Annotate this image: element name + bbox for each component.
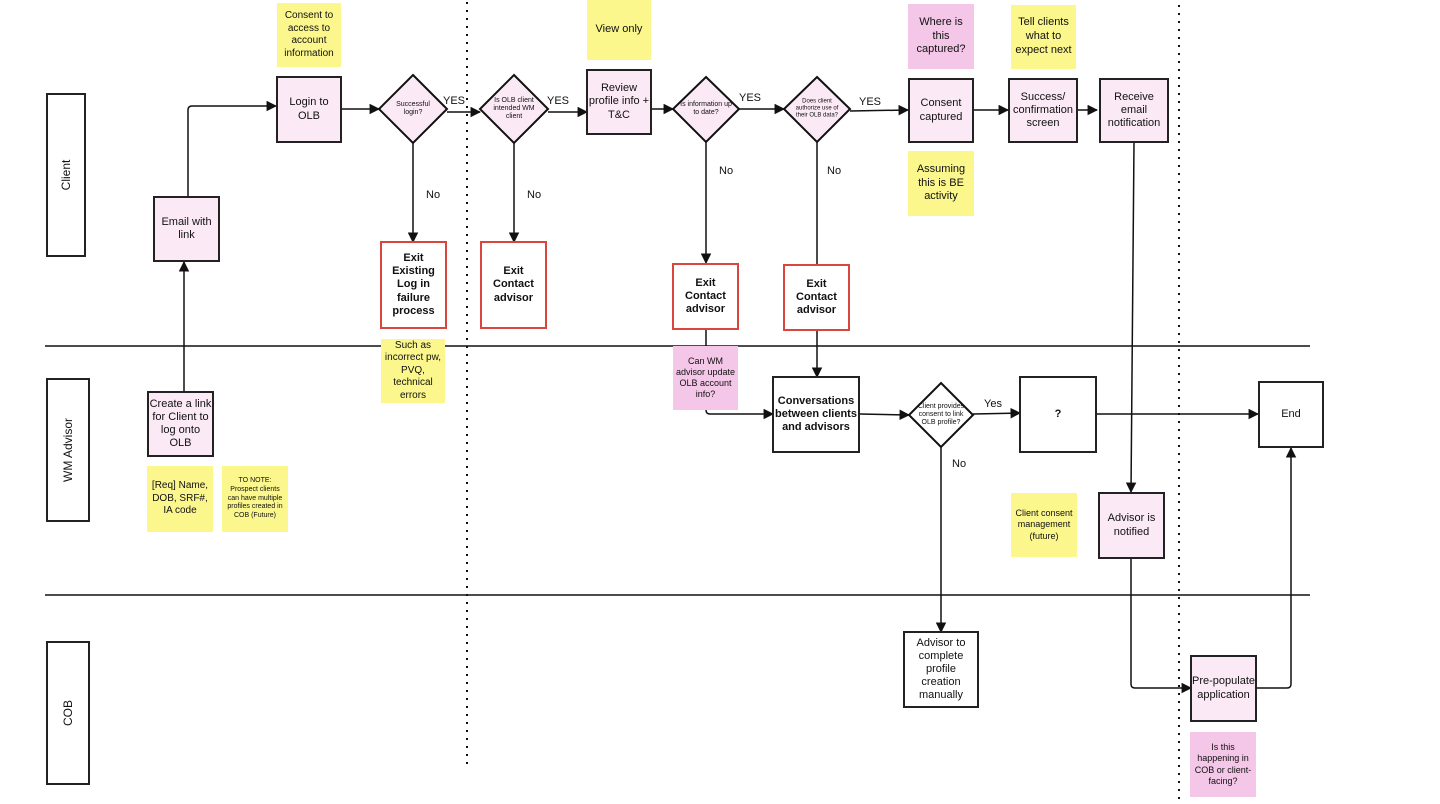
edge-label-yes-4: YES (859, 96, 882, 108)
edge-email-to-login (187, 100, 278, 196)
note-consent-mgmt: Client consent management (future) (1011, 493, 1077, 557)
node-review-profile: Review profile info + T&C (586, 69, 652, 135)
edge-label-yes-3: YES (739, 92, 762, 104)
node-unknown: ? (1019, 376, 1097, 453)
exit-contact-advisor-1: Exit Contact advisor (480, 241, 547, 329)
node-login-olb: Login to OLB (276, 76, 342, 143)
decision-provides-consent (907, 381, 975, 449)
edge-email-to-notified (1125, 141, 1137, 494)
edge-label-no-5: No (952, 458, 967, 470)
note-cob-or-client: Is this happening in COB or client-facin… (1190, 732, 1256, 797)
decision-intended-client (478, 73, 550, 145)
edge-prepopulate-to-end (1256, 446, 1297, 689)
exit-login-failure: Exit Existing Log in failure process (380, 241, 447, 329)
note-such-as: Such as incorrect pw, PVQ, technical err… (381, 339, 445, 403)
node-prepopulate: Pre-populate application (1190, 655, 1257, 722)
edge-exit2-to-conversations (705, 329, 775, 420)
note-where-captured: Where is this captured? (908, 4, 974, 69)
node-email-with-link: Email with link (153, 196, 220, 262)
lane-cob: COB (46, 641, 90, 785)
note-tell-clients: Tell clients what to expect next (1011, 5, 1076, 69)
lane-wm-advisor: WM Advisor (46, 378, 90, 522)
edge-label-yes-2: YES (547, 95, 570, 107)
lane-client-label: Client (59, 159, 73, 191)
edge-label-no-1: No (426, 189, 441, 201)
edge-label-yes-1: YES (443, 95, 466, 107)
note-assuming-be: Assuming this is BE activity (908, 151, 974, 216)
exit-contact-advisor-2: Exit Contact advisor (672, 263, 739, 330)
edge-authorize-yes (849, 104, 910, 116)
node-advisor-complete: Advisor to complete profile creation man… (903, 631, 979, 708)
note-can-advisor-update: Can WM advisor update OLB account info? (673, 346, 738, 410)
node-create-link: Create a link for Client to log onto OLB (147, 391, 214, 457)
note-req-fields: [Req] Name, DOB, SRF#, IA code (147, 466, 213, 532)
edge-label-no-2: No (527, 189, 542, 201)
node-consent-captured: Consent captured (908, 78, 974, 143)
edge-conversations-to-decision (859, 409, 911, 421)
node-conversations: Conversations between clients and adviso… (772, 376, 860, 453)
note-consent-access: Consent to access to account information (277, 3, 341, 67)
edge-label-no-4: No (827, 165, 842, 177)
node-receive-email: Receive email notification (1099, 78, 1169, 143)
decision-info-up-to-date (671, 75, 741, 144)
node-advisor-notified: Advisor is notified (1098, 492, 1165, 559)
decision-authorize-use (782, 75, 852, 144)
exit-contact-advisor-3: Exit Contact advisor (783, 264, 850, 331)
note-to-note: TO NOTE: Prospect clients can have multi… (222, 466, 288, 532)
lane-client: Client (46, 93, 86, 257)
decision-successful-login (377, 73, 449, 145)
edge-label-no-3: No (719, 165, 734, 177)
note-view-only: View only (587, 0, 651, 60)
edge-label-yes-5: Yes (984, 398, 1002, 410)
edge-consent-yes (972, 407, 1022, 419)
lane-advisor-label: WM Advisor (61, 417, 75, 483)
node-success-screen: Success/ confirmation screen (1008, 78, 1078, 143)
edge-notified-to-prepopulate (1130, 558, 1193, 694)
node-end: End (1258, 381, 1324, 448)
lane-cob-label: COB (61, 699, 75, 727)
